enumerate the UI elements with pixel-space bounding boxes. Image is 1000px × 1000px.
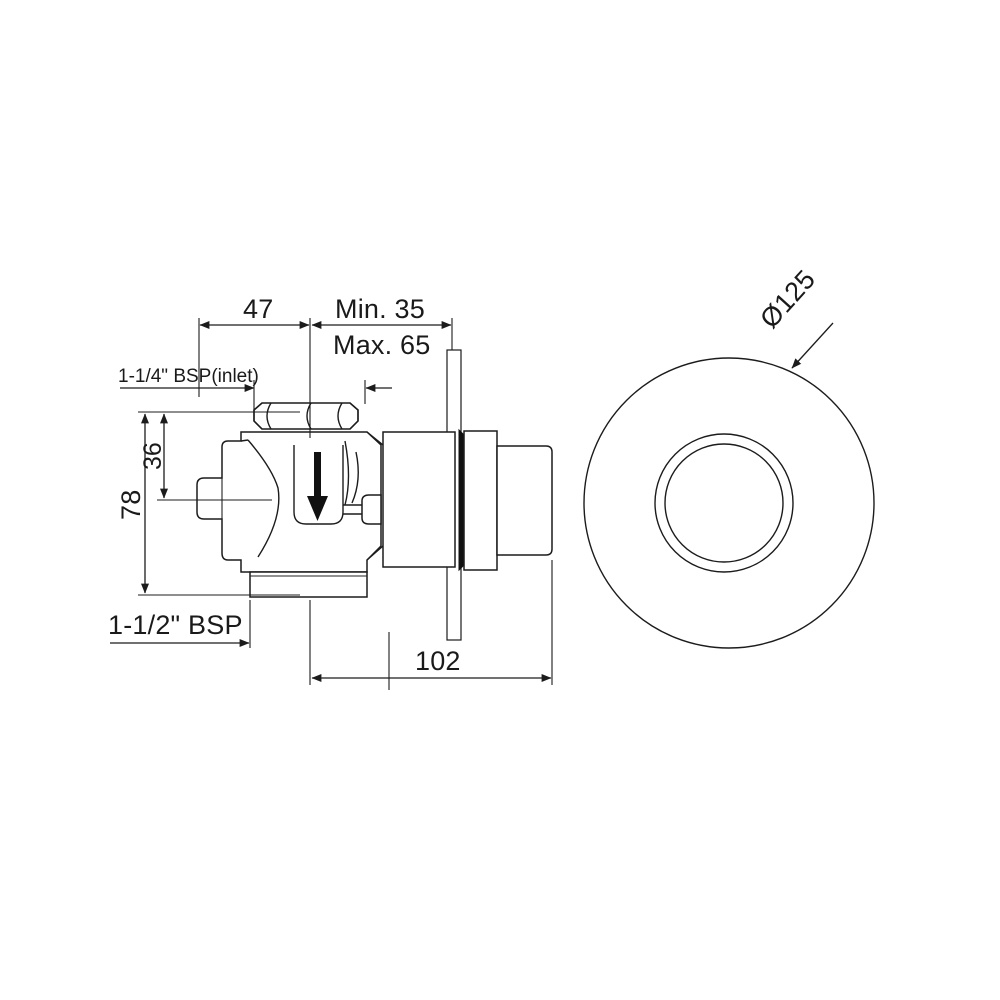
spindle-end-cap — [361, 494, 382, 525]
dimension-lines-group — [110, 318, 553, 690]
hex-cap-group — [253, 402, 359, 430]
body-chamfer-lower — [366, 545, 384, 561]
internal-curve-right-a — [344, 440, 350, 506]
section-view-geometry — [196, 349, 553, 641]
valve-rear-body — [382, 431, 456, 568]
dim-label-102: 102 — [415, 646, 461, 676]
dimension-text-group: 47 Min. 35 Max. 65 78 36 102 1-1/4" BSP(… — [108, 294, 461, 676]
dim-label-plate-diameter: Ø125 — [754, 264, 821, 334]
plate-ring-inner-circle — [664, 443, 784, 563]
hex-cap-facet-right — [349, 402, 359, 430]
diaphragm-top-edge — [240, 439, 249, 442]
dim-label-78: 78 — [116, 490, 146, 520]
body-chamfer-upper — [366, 431, 384, 446]
valve-inner-chamber — [293, 445, 344, 525]
hex-cap-seg-1 — [266, 402, 272, 430]
dim-label-36: 36 — [139, 442, 167, 470]
push-knob-cylinder — [496, 445, 553, 556]
label-inlet: 1-1/4" BSP(inlet) — [118, 366, 259, 387]
diaphragm-curve — [247, 439, 280, 558]
outlet-pipe-group — [249, 571, 368, 598]
hex-cap-seg-3 — [337, 402, 343, 430]
label-outlet: 1-1/2" BSP — [108, 610, 243, 640]
hex-cap-facet-left — [253, 402, 263, 430]
escutcheon-collar — [463, 430, 498, 571]
valve-body-outline — [196, 431, 382, 573]
dim-label-47: 47 — [243, 294, 273, 324]
front-plate-view: Ø125 — [583, 264, 875, 649]
dim-label-depth-max: Max. 65 — [333, 330, 430, 360]
dim-label-depth-min: Min. 35 — [335, 294, 425, 324]
leader-line-plate-diameter — [791, 322, 834, 369]
internal-curve-right-b — [351, 451, 359, 504]
flow-direction-arrow — [307, 452, 328, 521]
